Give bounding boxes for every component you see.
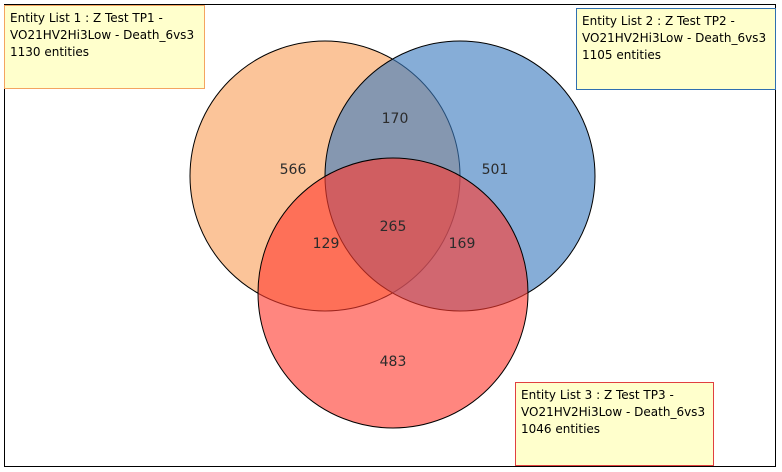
legend-set-2-line-1: Entity List 2 : Z Test TP2 - (582, 14, 735, 28)
region-only-2-count: 501 (482, 162, 509, 178)
legend-set-1-line-1: Entity List 1 : Z Test TP1 - (10, 11, 163, 25)
legend-set-3-count: 1046 entities (521, 422, 601, 436)
legend-set-2-count: 1105 entities (582, 48, 662, 62)
region-set2-set3-count: 169 (449, 236, 476, 252)
region-all-three-count: 265 (380, 219, 407, 235)
legend-set-3-line-2: VO21HV2Hi3Low - Death_6vs3 (521, 405, 706, 419)
legend-set-2-line-2: VO21HV2Hi3Low - Death_6vs3 (582, 31, 767, 45)
region-only-3-count: 483 (380, 354, 407, 370)
legend-set-1: Entity List 1 : Z Test TP1 - VO21HV2Hi3L… (4, 5, 205, 89)
legend-set-3-line-1: Entity List 3 : Z Test TP3 - (521, 388, 674, 402)
legend-set-1-line-2: VO21HV2Hi3Low - Death_6vs3 (10, 28, 195, 42)
legend-set-2: Entity List 2 : Z Test TP2 - VO21HV2Hi3L… (576, 8, 776, 90)
region-set1-set2-count: 170 (382, 111, 409, 127)
region-only-1-count: 566 (280, 162, 307, 178)
legend-set-3: Entity List 3 : Z Test TP3 - VO21HV2Hi3L… (515, 382, 714, 466)
legend-set-1-count: 1130 entities (10, 45, 90, 59)
set-3-circle[interactable] (257, 157, 529, 429)
region-set1-set3-count: 129 (313, 236, 340, 252)
